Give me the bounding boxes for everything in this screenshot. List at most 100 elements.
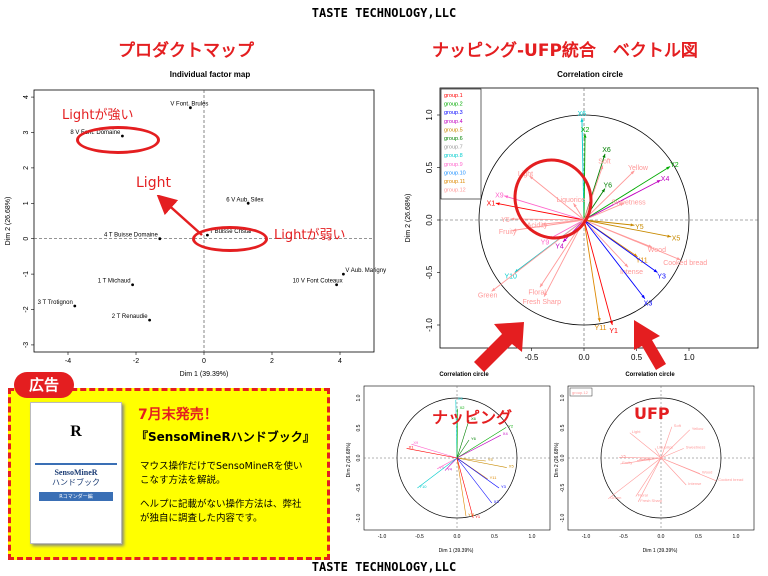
vector-arrow [636,457,662,461]
chart1-title: Individual factor map [169,70,251,79]
vector-arrow [495,202,585,221]
vector-arrow [512,219,585,231]
vector-label: Y5 [501,217,510,224]
vector-label: Y5 [635,224,644,231]
y-tick-label: 0.0 [425,214,434,226]
vector-label: Light [632,429,642,434]
chart4-xlabel: Dim 1 (39.39%) [643,548,678,554]
vector-label: Yellow [628,165,649,172]
vector-arrow [456,420,470,459]
legend-entry: group.9 [444,162,463,168]
vector-arrow [583,219,658,273]
vector-arrow [491,219,585,292]
vector-arrow [456,457,474,519]
x-tick-label: -0.5 [619,534,628,540]
y-tick-label: -0.5 [425,265,434,279]
vector-head [549,235,554,239]
vector-label: X2 [460,405,466,410]
y-tick-label: 1.0 [356,394,362,401]
vector-label: X1 [409,444,415,449]
x-tick-label: 1.0 [683,353,695,362]
x-tick-label: 0.5 [491,534,498,540]
book-cover-image[interactable]: R SensoMineR ハンドブック Rコマンダー編 [30,402,122,544]
vector-head [602,153,606,158]
cover-subtitle: Rコマンダー編 [39,492,113,501]
y-tick-label: 4 [23,95,30,99]
y-tick-label: 1 [23,201,30,205]
vector-arrow [437,457,458,470]
vector-label: Yellow [692,426,704,431]
x-tick-label: -0.5 [415,534,424,540]
highlight-ellipse-weak [192,226,268,252]
vector-head [529,175,534,180]
vector-arrow [637,457,662,502]
vector-arrow [583,170,635,221]
y-tick-label: 3 [23,130,30,134]
vector-label: X6 [602,147,611,154]
vector-label: X3 [494,499,500,504]
legend-box [440,88,482,200]
vector-arrow [608,457,662,500]
vector-head [495,202,500,206]
vector-label: Floral [528,289,546,296]
vector-head [624,263,629,268]
vector-arrow [456,457,486,462]
point-label: 3 T Trotignon [38,300,73,306]
vector-arrow [510,218,585,221]
data-point [335,283,338,287]
vector-head [667,234,672,238]
vector-label: X5 [509,464,515,469]
vector-label: Y5 [488,457,494,462]
data-point [131,283,135,287]
legend-entry: group.2 [444,102,463,108]
y-tick-label: -2 [23,306,30,312]
vector-label: Cooked bread [663,260,707,267]
ad-desc-2b: が独自に調査した内容です。 [140,513,263,524]
vector-label: Y2 [508,423,514,428]
vector-arrow [583,219,635,226]
x-tick-label: 0.5 [631,353,643,362]
vector-label: Y6 [471,436,477,441]
y-tick-label: 1.0 [425,109,434,121]
vector-arrow [660,429,691,459]
vector-label: Acidity [527,223,548,230]
data-point [73,304,77,308]
cover-title-1: SensoMineR [35,463,117,477]
vector-head [563,238,567,243]
legend-entry: group.8 [444,153,463,159]
vector-head [542,222,546,226]
highlight-ellipse-strong [76,126,160,154]
vector-arrow [456,457,500,489]
vector-head [653,269,658,273]
y-tick-label: -0.5 [356,483,362,492]
data-point [158,237,162,241]
vector-head [609,321,613,325]
x-tick-label: -1.0 [378,534,387,540]
vector-label: Fresh Sharp [640,498,663,503]
vector-label: X4 [661,176,670,183]
cover-letter: R [70,423,82,440]
vector-head [619,203,624,207]
light-weak-callout: Lightが弱い [274,228,346,243]
ufp-label: UFP [634,404,670,423]
chart2-title: Correlation circle [557,70,623,79]
vector-label: Sweetness [611,199,646,206]
x-tick-label: 0 [202,358,206,365]
vector-arrow [456,457,467,517]
y-tick-label: -0.5 [560,483,566,492]
vector-label: X6 [578,111,587,118]
point-label: 4 T Buisse Domaine [104,233,158,239]
point-label: V Aub. Marigny [345,268,386,274]
product-map-title: プロダクトマップ [118,41,254,61]
vector-arrow [456,427,507,459]
x-tick-label: -2 [133,358,139,365]
chart3-title: Correlation circle [439,372,489,378]
legend-entry: group.5 [444,127,463,133]
vector-diagram-title: ナッピング-UFP統合 ベクトル図 [432,41,698,61]
vector-label: X1 [487,200,496,207]
vector-head [539,283,544,288]
arrow-from-ufp [634,320,666,370]
legend-entry: group.10 [444,170,466,176]
chart1-ylabel: Dim 2 (26.68%) [5,197,12,246]
